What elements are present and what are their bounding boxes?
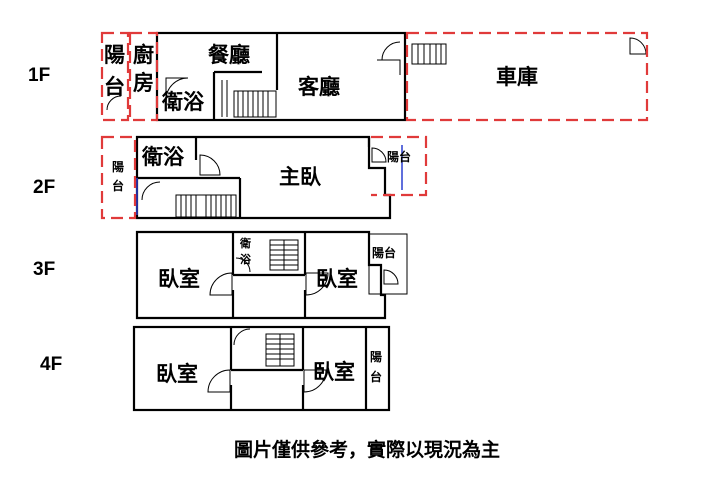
floor-1-kitchen-label-bottom: 房 [133, 71, 154, 95]
floor-3-bath-label-bottom: 浴 [240, 252, 252, 266]
floor-2-plan: 2F 陽 台 衛浴 主臥 陽台 [33, 135, 428, 220]
floor-1-bath-door-swing [165, 77, 189, 101]
floor-2-bath-label: 衛浴 [141, 145, 185, 169]
floor-2-label: 2F [33, 177, 55, 198]
floor-1-entry-door-swing [381, 41, 401, 61]
floor-2-right-door-swing [371, 147, 387, 163]
floor-1-garage-label: 車庫 [496, 65, 538, 89]
floor-3-left-door-swing [209, 272, 233, 296]
floor-3-bath-label-top: 衛 [239, 236, 251, 250]
floor-2-bath-door-swing [199, 154, 221, 176]
floor-2-left-balcony-outline [100, 135, 137, 220]
floor-2-left-balcony-label-bottom: 台 [112, 178, 124, 193]
floor-4-balcony-label-bottom: 台 [370, 369, 382, 384]
floor-1-bath-label: 衛浴 [161, 90, 205, 114]
floor-1-balcony-door-swing [106, 95, 122, 111]
floor-4-right-bedroom-label: 臥室 [313, 360, 355, 384]
floor-1-garage-stairs [411, 43, 447, 65]
floor-1-living-label: 客廳 [298, 75, 340, 99]
floor-4-balcony-label-top: 陽 [370, 350, 382, 364]
floor-1-plan: 1F 陽 台 廚 房 餐廳 衛浴 客廳 車庫 [28, 31, 649, 122]
floor-2-left-balcony-label-top: 陽 [112, 160, 124, 174]
floor-4-label: 4F [40, 354, 62, 375]
floor-4-main-wall [132, 325, 391, 412]
floor-1-balcony-outline [100, 31, 130, 122]
floor-1-kitchen-outline [128, 31, 159, 122]
floor-3-left-bedroom-label: 臥室 [158, 267, 200, 291]
floor-2-right-balcony-outline [371, 135, 428, 197]
disclaimer-text: 圖片僅供參考，實際以現況為主 [234, 438, 500, 461]
floor-1-dining-label: 餐廳 [208, 43, 250, 67]
floor-4-plan: 4F 臥室 臥室 陽 台 [40, 325, 391, 412]
floor-4-left-bedroom-label: 臥室 [156, 362, 198, 386]
floor-1-label: 1F [28, 65, 50, 86]
floor-2-stairs [175, 194, 237, 218]
floor-3-balcony-door-swing [383, 269, 399, 285]
floor-3-right-door-swing [305, 272, 329, 296]
floor-1-garage-outline [405, 31, 649, 122]
floor-2-balcony-door-swing [141, 181, 161, 201]
floor-4-right-door-swing [303, 369, 327, 393]
floor-3-balcony-label: 陽台 [372, 245, 396, 260]
floor-3-plan: 3F 臥室 衛 浴 臥室 陽台 [33, 230, 408, 320]
floor-1-main-wall [155, 31, 407, 122]
floor-3-right-bedroom-label: 臥室 [316, 267, 358, 291]
floor-3-bath-door-swing [235, 257, 251, 273]
floor-3-stairs [269, 239, 299, 271]
floor-3-label: 3F [33, 259, 55, 280]
floor-1-garage-door-swing [629, 37, 647, 55]
floor-1-balcony-label-bottom: 台 [104, 75, 125, 99]
floor-1-kitchen-label-top: 廚 [133, 43, 154, 67]
floor-2-master-bedroom-label: 主臥 [279, 166, 322, 189]
floor-4-stairs [265, 333, 295, 367]
floor-4-left-door-swing [207, 369, 231, 393]
floor-1-stairs [221, 80, 277, 118]
floor-1-entry-notch [377, 59, 401, 75]
floor-1-balcony-label-top: 陽 [104, 44, 125, 67]
floor-2-right-balcony-label: 陽台 [387, 149, 411, 164]
floor-4-core-door-swing [233, 328, 251, 346]
floor-3-balcony-box [368, 233, 408, 295]
